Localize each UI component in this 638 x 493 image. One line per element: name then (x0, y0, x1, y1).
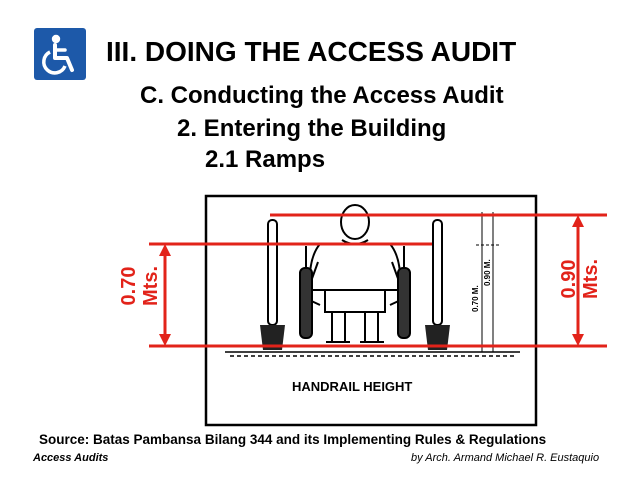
left-dimension-label: 0.70 Mts. (118, 250, 162, 322)
right-handrail-post (425, 219, 450, 350)
right-dimension-unit: Mts. (580, 259, 602, 299)
inner-dimensions (476, 212, 500, 353)
source-citation: Source: Batas Pambansa Bilang 344 and it… (39, 432, 547, 447)
wheelchair-icon (42, 34, 74, 75)
footer-author: by Arch. Armand Michael R. Eustaquio (411, 452, 600, 464)
figure-caption: HANDRAIL HEIGHT (292, 379, 412, 394)
floor-line (225, 351, 520, 357)
wheelchair-logo (34, 28, 86, 80)
subsection-heading: 2.1 Ramps (205, 146, 326, 173)
red-dimension-overlay (149, 213, 607, 348)
right-dimension-value: 0.90 (558, 259, 580, 299)
section-heading: 2. Entering the Building (177, 115, 447, 142)
diagram-frame (204, 194, 538, 427)
footer-left: Access Audits (33, 452, 109, 464)
slide-title: III. DOING THE ACCESS AUDIT (106, 36, 517, 67)
left-dimension-unit: Mts. (140, 266, 162, 306)
left-dimension-value: 0.70 (118, 266, 140, 306)
wheelchair-user-figure (299, 204, 411, 343)
right-dimension-label: 0.90 Mts. (558, 251, 602, 307)
inner-label-070: 0.70 M. (471, 285, 480, 312)
red-arrowheads (159, 215, 584, 346)
left-handrail-post (260, 219, 285, 350)
inner-label-090: 0.90 M. (483, 259, 492, 286)
slide-subtitle: C. Conducting the Access Audit (140, 82, 504, 109)
